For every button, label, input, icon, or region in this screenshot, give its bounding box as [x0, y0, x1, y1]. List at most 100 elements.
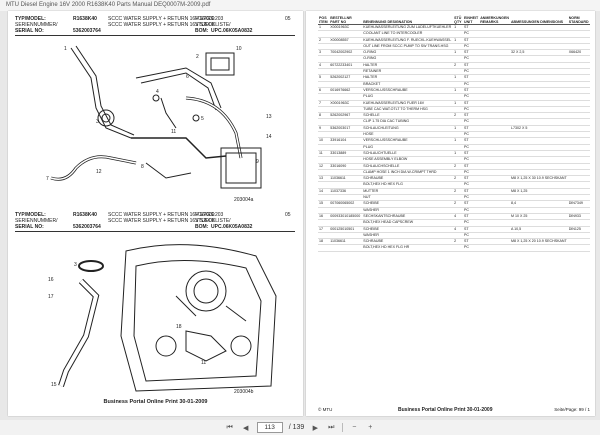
table-cell: ST: [463, 100, 480, 107]
table-cell: [479, 181, 510, 189]
last-page-button[interactable]: ⏭: [328, 423, 335, 431]
table-cell: ST: [463, 62, 480, 70]
table-cell: DIN933: [567, 213, 590, 221]
table-cell: HALTER: [362, 74, 454, 82]
viewer-toolbar: ⏮ ◀ 113 / 139 ▶ ⏭ − +: [0, 420, 600, 435]
table-cell: [479, 219, 510, 227]
typmodel-value: R1638K40: [73, 16, 97, 22]
table-cell: RETAINER: [362, 68, 454, 76]
table-cell: 33916104: [329, 137, 363, 145]
table-cell: KUEHLWASSERLEITUNG FUER 16V: [362, 100, 454, 107]
table-cell: 007060065002: [329, 200, 363, 208]
table-cell: PC: [463, 106, 480, 114]
page-number-input[interactable]: 113: [256, 422, 283, 433]
prev-page-button[interactable]: ◀: [243, 424, 249, 432]
table-cell: [318, 144, 330, 151]
table-cell: [318, 55, 330, 63]
table-cell: [567, 43, 590, 51]
table-cell: [329, 181, 363, 189]
table-cell: 2: [453, 112, 464, 120]
table-cell: [567, 219, 590, 227]
table-cell: M 10 X 25: [509, 213, 568, 221]
svg-text:15: 15: [51, 382, 57, 388]
table-cell: [479, 163, 510, 170]
table-cell: O-RING: [362, 55, 454, 63]
table-cell: [479, 81, 510, 88]
table-cell: [329, 144, 363, 151]
table-cell: PC: [463, 81, 480, 88]
table-cell: [329, 55, 363, 63]
table-cell: [567, 112, 590, 120]
table-cell: 3: [318, 49, 330, 57]
table-cell: [318, 68, 330, 76]
table-cell: [479, 49, 510, 57]
table-cell: HOSE ASSEMBLY ELBOW: [362, 156, 454, 164]
table-cell: ST: [463, 200, 480, 208]
table-cell: SCHLAUCHSCHELLE: [362, 163, 454, 170]
table-cell: [329, 43, 363, 51]
table-cell: PC: [463, 93, 480, 101]
table-cell: [318, 232, 330, 240]
table-cell: [509, 37, 568, 44]
stueck-label: STUECKLISTE/: [195, 218, 231, 224]
table-cell: [509, 24, 568, 32]
table-cell: M8 X 1,25 X 20 10.9 SECHSKANT: [509, 238, 568, 246]
table-cell: [318, 81, 330, 88]
table-cell: [567, 188, 590, 196]
table-cell: 33016090: [329, 163, 363, 170]
table-cell: ST: [463, 150, 480, 158]
table-cell: [453, 93, 464, 101]
table-cell: 1: [453, 100, 464, 107]
table-cell: [567, 156, 590, 164]
table-cell: NUT: [362, 194, 454, 202]
table-cell: ST: [463, 87, 480, 95]
table-cell: [329, 30, 363, 38]
zoom-in-icon[interactable]: +: [368, 424, 373, 431]
fgfgs-value: 203: [215, 16, 224, 22]
table-cell: [479, 207, 510, 214]
table-cell: 2: [318, 37, 330, 44]
table-cell: [479, 144, 510, 151]
table-cell: 11037336: [329, 188, 363, 196]
table-cell: [509, 137, 568, 145]
table-cell: OUT LINE FROM SCCC PUMP TO SW TRANS.HSG: [362, 43, 454, 51]
table-cell: X0001963C: [329, 24, 363, 32]
svg-text:11: 11: [171, 129, 176, 135]
svg-text:14: 14: [266, 134, 272, 140]
next-page-button[interactable]: ▶: [312, 424, 318, 432]
table-cell: [329, 156, 363, 164]
table-cell: [479, 188, 510, 196]
table-cell: 4: [318, 62, 330, 70]
table-cell: PLUG: [362, 144, 454, 151]
table-cell: [453, 156, 464, 164]
table-cell: ST: [463, 175, 480, 183]
table-cell: 6: [318, 87, 330, 95]
table-cell: [318, 219, 330, 227]
table-cell: [509, 232, 568, 240]
first-page-button[interactable]: ⏮: [226, 423, 233, 431]
table-cell: PC: [463, 169, 480, 177]
table-cell: X66420: [567, 49, 590, 57]
table-cell: BOLT,HEX HEAD CAPSCREW: [362, 219, 454, 227]
svg-text:11: 11: [201, 360, 206, 366]
table-cell: [479, 43, 510, 51]
table-cell: MUTTER: [362, 188, 454, 196]
table-cell: KUEHLWASSERLEITUNG ZUM LADELUFTKUEHLER: [362, 24, 454, 32]
table-cell: [453, 30, 464, 38]
table-cell: [567, 244, 590, 252]
table-cell: 4: [453, 213, 464, 221]
table-cell: 1: [453, 24, 464, 32]
zoom-out-icon[interactable]: −: [352, 424, 357, 431]
table-cell: 10: [318, 137, 330, 145]
bom-label: BOM:: [195, 28, 209, 34]
